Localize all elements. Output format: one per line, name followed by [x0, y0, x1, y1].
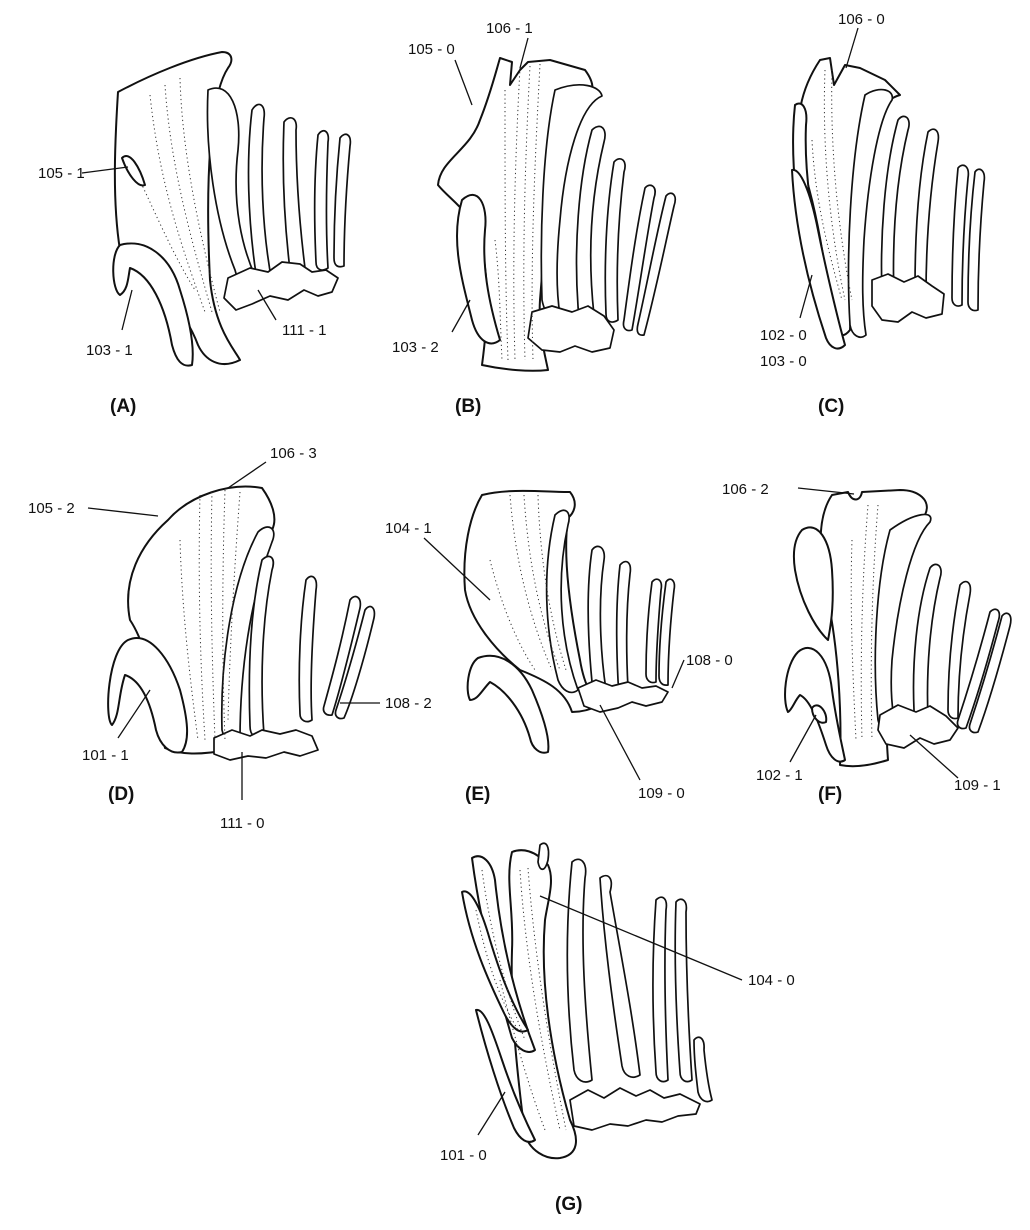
panel-g-ray-1	[567, 859, 592, 1082]
panel-e-ossicles	[578, 680, 668, 712]
panel-g-ray-5	[694, 1037, 712, 1101]
leader-106-0	[846, 28, 858, 68]
label-105-1: 105 - 1	[38, 165, 85, 182]
panel-e-ray-2	[588, 546, 606, 691]
label-101-0: 101 - 0	[440, 1147, 487, 1164]
leader-102-0	[800, 275, 812, 318]
leader-101-0	[478, 1092, 505, 1135]
panel-g	[462, 843, 712, 1158]
label-103-2: 103 - 2	[392, 339, 439, 356]
panel-f-label: (F)	[818, 784, 842, 805]
panel-f	[785, 490, 1011, 766]
leader-103-1	[122, 290, 132, 330]
panel-g-ray-4	[675, 899, 692, 1081]
label-111-1: 111 - 1	[282, 322, 326, 339]
panel-c-label: (C)	[818, 396, 844, 417]
panel-e-ray-3	[617, 562, 631, 690]
panel-c-ossicles	[872, 274, 944, 322]
panel-g-ossicles	[570, 1088, 700, 1130]
panel-c-ray-3	[915, 129, 938, 296]
panel-b-ossicles	[528, 306, 614, 352]
panel-a	[113, 52, 350, 366]
leader-105-0	[455, 60, 472, 105]
label-104-1: 104 - 1	[385, 520, 432, 537]
panel-a-label: (A)	[110, 396, 136, 417]
leader-101-1	[118, 690, 150, 738]
label-111-0: 111 - 0	[220, 815, 264, 832]
panel-e-label: (E)	[465, 784, 490, 805]
label-104-0: 104 - 0	[748, 972, 795, 989]
panel-d-ossicles	[214, 730, 318, 760]
panel-b	[438, 58, 675, 371]
leader-105-2	[88, 508, 158, 516]
leader-106-3	[228, 462, 266, 488]
label-105-0: 105 - 0	[408, 41, 455, 58]
panel-c	[792, 58, 984, 349]
panel-g-ray-3	[653, 897, 668, 1081]
panel-a-ray-2	[249, 104, 272, 286]
panel-a-ray-4	[315, 131, 329, 270]
label-108-0: 108 - 0	[686, 652, 733, 669]
label-102-1: 102 - 1	[756, 767, 803, 784]
panel-f-ray-2	[914, 564, 942, 719]
label-106-2: 106 - 2	[722, 481, 769, 498]
panel-a-ray-3	[283, 118, 306, 280]
panel-b-label: (B)	[455, 396, 481, 417]
label-106-1: 106 - 1	[486, 20, 533, 37]
label-101-1: 101 - 1	[82, 747, 129, 764]
panel-a-ray-5	[334, 134, 350, 266]
label-103-1: 103 - 1	[86, 342, 133, 359]
panel-e	[464, 491, 674, 753]
label-102-0: 102 - 0	[760, 327, 807, 344]
leader-102-1	[790, 715, 816, 762]
panel-g-top-tip	[538, 843, 549, 869]
label-106-0: 106 - 0	[838, 11, 885, 28]
leader-108-0	[672, 660, 684, 688]
panel-g-label: (G)	[555, 1194, 582, 1215]
label-105-2: 105 - 2	[28, 500, 75, 517]
panel-d-label: (D)	[108, 784, 134, 805]
panel-c-ray-4	[952, 165, 968, 306]
panel-g-ray-2	[600, 876, 640, 1077]
panel-d	[108, 487, 374, 760]
panel-c-ray-5	[968, 169, 984, 310]
label-109-1: 109 - 1	[954, 777, 1001, 794]
label-106-3: 106 - 3	[270, 445, 317, 462]
label-103-0: 103 - 0	[760, 353, 807, 370]
leader-103-2	[452, 300, 470, 332]
panel-b-ray-3	[605, 159, 625, 322]
label-109-0: 109 - 0	[638, 785, 685, 802]
label-108-2: 108 - 2	[385, 695, 432, 712]
panel-b-ray-2	[577, 126, 606, 317]
leader-109-0	[600, 705, 640, 780]
leader-106-2	[798, 488, 854, 494]
panel-d-ray-3	[299, 576, 316, 721]
panel-f-left-spine	[794, 527, 833, 640]
